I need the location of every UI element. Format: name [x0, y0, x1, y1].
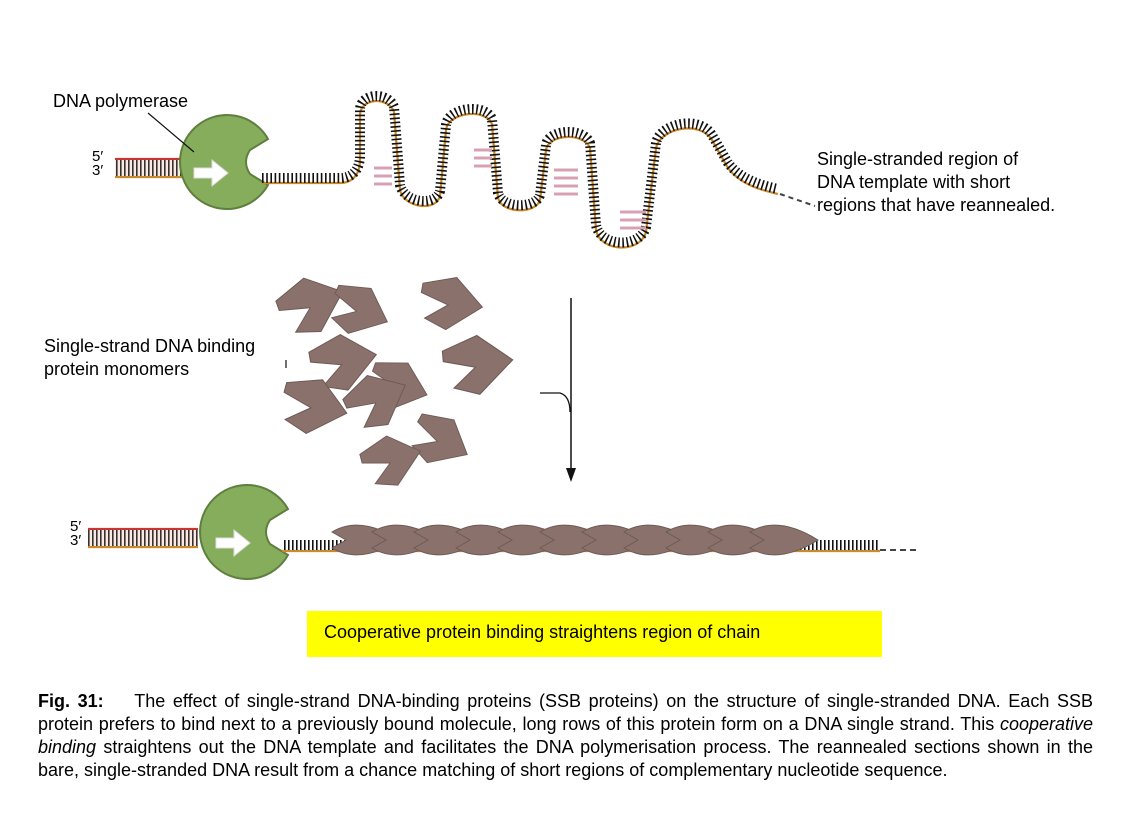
- single-stranded-template: [262, 91, 816, 249]
- top-five-prime-label: 5′: [92, 148, 104, 165]
- bound-ssb-row: [331, 524, 819, 556]
- caption-emphasis: cooperative binding: [38, 714, 1093, 757]
- template-dashed-tail: [779, 193, 816, 207]
- figure-caption: Fig. 31: The effect of single-strand DNA…: [38, 690, 1093, 782]
- ssb-monomer-cluster: [271, 266, 516, 494]
- reannealed-segments: [374, 148, 646, 230]
- cooperative-binding-text: Cooperative protein binding straightens …: [324, 622, 761, 642]
- process-arrow: [540, 298, 576, 482]
- single-stranded-region-label: Single-stranded region of DNA template w…: [817, 149, 1056, 215]
- top-primer-duplex: [115, 157, 185, 179]
- polymerase-leader-line: [147, 112, 195, 153]
- top-three-prime-label: 3′: [92, 162, 104, 179]
- bottom-arrow-icon: [215, 528, 251, 558]
- figure-number: Fig. 31:: [38, 691, 104, 711]
- bottom-primer-duplex: [88, 527, 198, 549]
- caption-text-part2: straightens out the DNA template and fac…: [38, 737, 1093, 780]
- bottom-three-prime-label: 3′: [70, 532, 82, 549]
- caption-text-part1: The effect of single-strand DNA-binding …: [38, 691, 1093, 734]
- ssb-monomers-label: Single-strand DNA binding protein monome…: [44, 336, 256, 379]
- dna-polymerase-label: DNA polymerase: [53, 91, 189, 111]
- cooperative-binding-banner: Cooperative protein binding straightens …: [307, 611, 882, 657]
- top-arrow-icon: [193, 158, 229, 188]
- top-dna-polymerase-icon: [179, 114, 270, 210]
- bottom-five-prime-label: 5′: [70, 518, 82, 535]
- bottom-dna-polymerase-icon: [199, 484, 290, 580]
